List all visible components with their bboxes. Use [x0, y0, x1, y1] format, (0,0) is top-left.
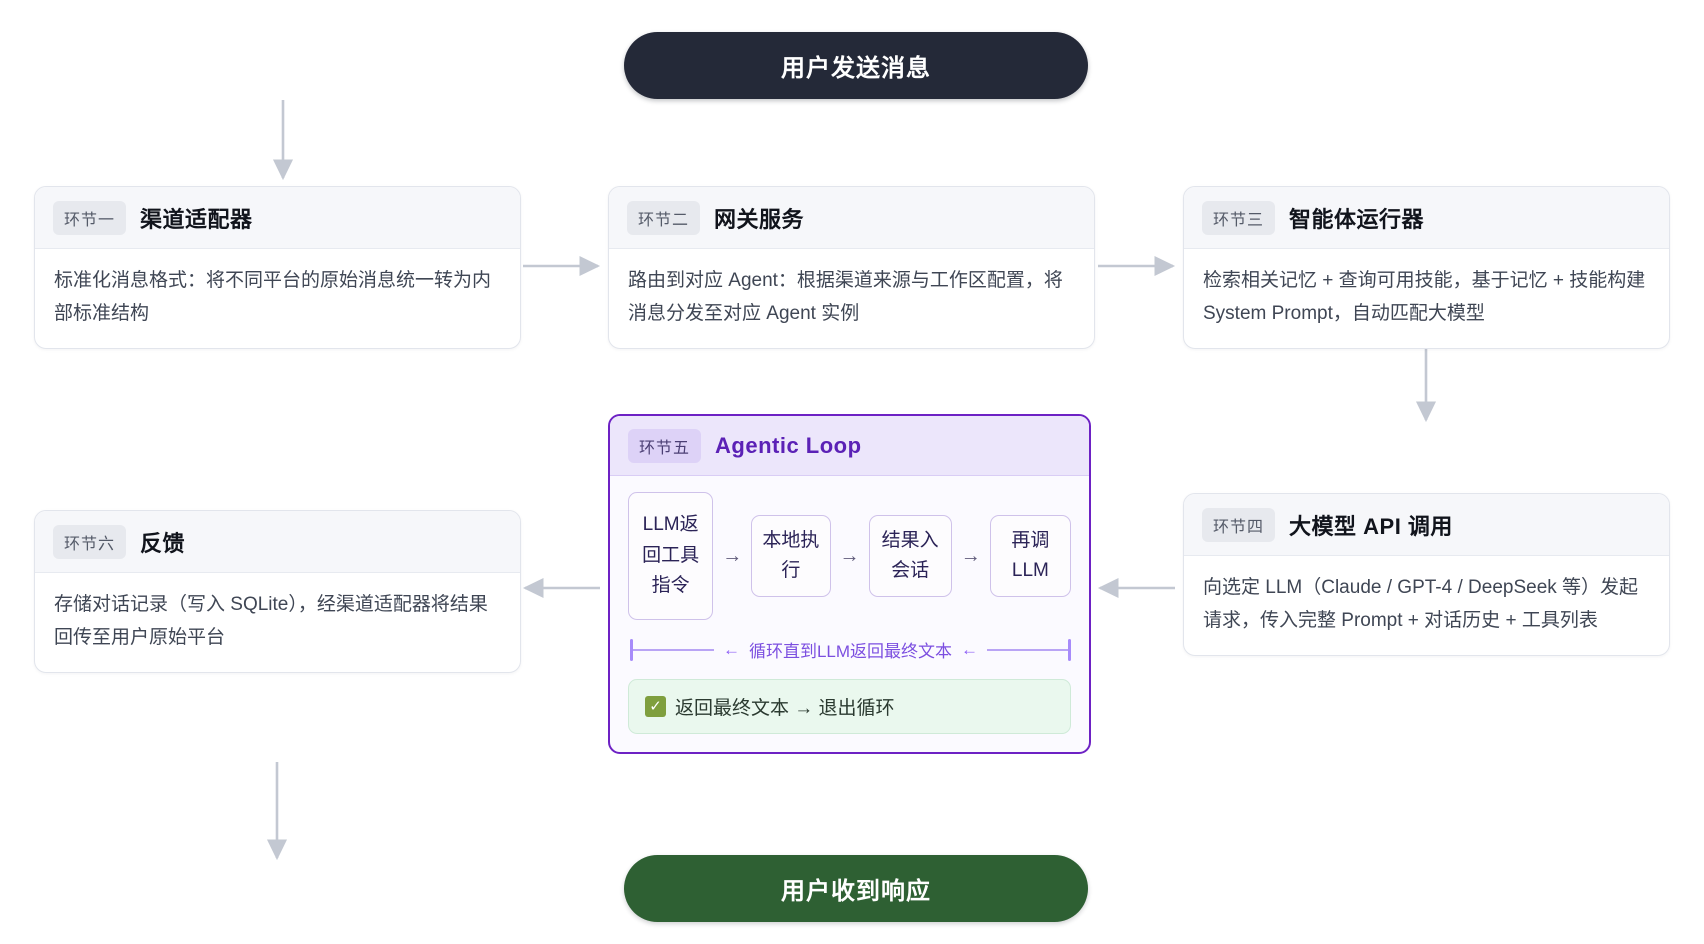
- stage-card-header: 环节一 渠道适配器: [35, 187, 520, 249]
- stage-card-llm-api-call[interactable]: 环节四 大模型 API 调用 向选定 LLM（Claude / GPT-4 / …: [1183, 493, 1670, 657]
- stage-card-header: 环节六 反馈: [35, 511, 520, 573]
- stage-card-agentic-loop[interactable]: 环节五 Agentic Loop LLM返回工具指令 → 本地执行 → 结果入会…: [608, 414, 1091, 754]
- loop-return-cap: [1068, 638, 1072, 661]
- stage-title: 反馈: [140, 531, 186, 556]
- end-node[interactable]: 用户收到响应: [624, 855, 1088, 922]
- start-node[interactable]: 用户发送消息: [624, 32, 1088, 99]
- loop-step-llm-returns-tool-call[interactable]: LLM返回工具指令: [628, 492, 714, 620]
- stage-card-header: 环节三 智能体运行器: [1184, 187, 1669, 249]
- stage-badge: 环节一: [53, 201, 127, 235]
- left-arrow-icon: ←: [961, 640, 979, 659]
- loop-step-call-llm-again[interactable]: 再调LLM: [989, 514, 1071, 598]
- stage-card-feedback[interactable]: 环节六 反馈 存储对话记录（写入 SQLite），经渠道适配器将结果回传至用户原…: [34, 510, 521, 674]
- loop-step-local-execute[interactable]: 本地执行: [751, 514, 831, 598]
- stage-title: 渠道适配器: [140, 207, 253, 232]
- loop-badge: 环节五: [628, 429, 702, 463]
- loop-body: LLM返回工具指令 → 本地执行 → 结果入会话 → 再调LLM ←: [610, 476, 1089, 752]
- stage-title: 网关服务: [714, 207, 805, 232]
- loop-return-cap: [630, 638, 633, 661]
- loop-return-line-left: [633, 648, 714, 651]
- right-arrow-icon: →: [722, 544, 743, 567]
- stage-card-header: 环节二 网关服务: [609, 187, 1094, 249]
- loop-exit-label: 返回最终文本 → 退出循环: [675, 698, 895, 719]
- stage-description: 向选定 LLM（Claude / GPT-4 / DeepSeek 等）发起请求…: [1203, 577, 1639, 631]
- loop-return-line-right: [987, 648, 1069, 651]
- check-icon: ✓: [645, 696, 666, 717]
- loop-step-label: 再调LLM: [1011, 529, 1050, 581]
- loop-step-label: 本地执行: [762, 529, 820, 581]
- loop-title: Agentic Loop: [715, 433, 862, 458]
- loop-step-label: LLM返回工具指令: [642, 514, 700, 597]
- stage-description: 检索相关记忆 + 查询可用技能，基于记忆 + 技能构建 System Promp…: [1203, 270, 1646, 324]
- stage-badge: 环节二: [627, 201, 701, 235]
- stage-card-channel-adapter[interactable]: 环节一 渠道适配器 标准化消息格式：将不同平台的原始消息统一转为内部标准结构: [34, 186, 521, 350]
- stage-badge: 环节三: [1202, 201, 1276, 235]
- loop-step-sequence: LLM返回工具指令 → 本地执行 → 结果入会话 → 再调LLM: [628, 492, 1071, 620]
- stage-card-header: 环节四 大模型 API 调用: [1184, 494, 1669, 556]
- stage-description: 标准化消息格式：将不同平台的原始消息统一转为内部标准结构: [54, 270, 492, 324]
- loop-return-label: 循环直到LLM返回最终文本: [748, 642, 953, 661]
- stage-card-agent-runner[interactable]: 环节三 智能体运行器 检索相关记忆 + 查询可用技能，基于记忆 + 技能构建 S…: [1183, 186, 1670, 350]
- stage-title: 智能体运行器: [1289, 207, 1425, 232]
- loop-feedback-connector: ← 循环直到LLM返回最终文本 ←: [628, 637, 1072, 662]
- stage-description: 存储对话记录（写入 SQLite），经渠道适配器将结果回传至用户原始平台: [54, 594, 488, 648]
- stage-description: 路由到对应 Agent：根据渠道来源与工作区配置，将消息分发至对应 Agent …: [628, 270, 1063, 324]
- stage-title: 大模型 API 调用: [1289, 514, 1453, 539]
- loop-header: 环节五 Agentic Loop: [610, 416, 1089, 476]
- right-arrow-icon: →: [960, 544, 981, 567]
- left-arrow-icon: ←: [722, 640, 740, 659]
- start-node-label: 用户发送消息: [781, 55, 931, 82]
- loop-step-label: 结果入会话: [881, 529, 939, 581]
- loop-step-result-into-session[interactable]: 结果入会话: [868, 514, 952, 598]
- stage-card-gateway-service[interactable]: 环节二 网关服务 路由到对应 Agent：根据渠道来源与工作区配置，将消息分发至…: [608, 186, 1095, 350]
- end-node-label: 用户收到响应: [781, 878, 931, 905]
- loop-exit-callout: ✓ 返回最终文本 → 退出循环: [628, 679, 1071, 734]
- stage-badge: 环节六: [53, 525, 127, 559]
- stage-badge: 环节四: [1202, 508, 1276, 542]
- right-arrow-icon: →: [839, 544, 860, 567]
